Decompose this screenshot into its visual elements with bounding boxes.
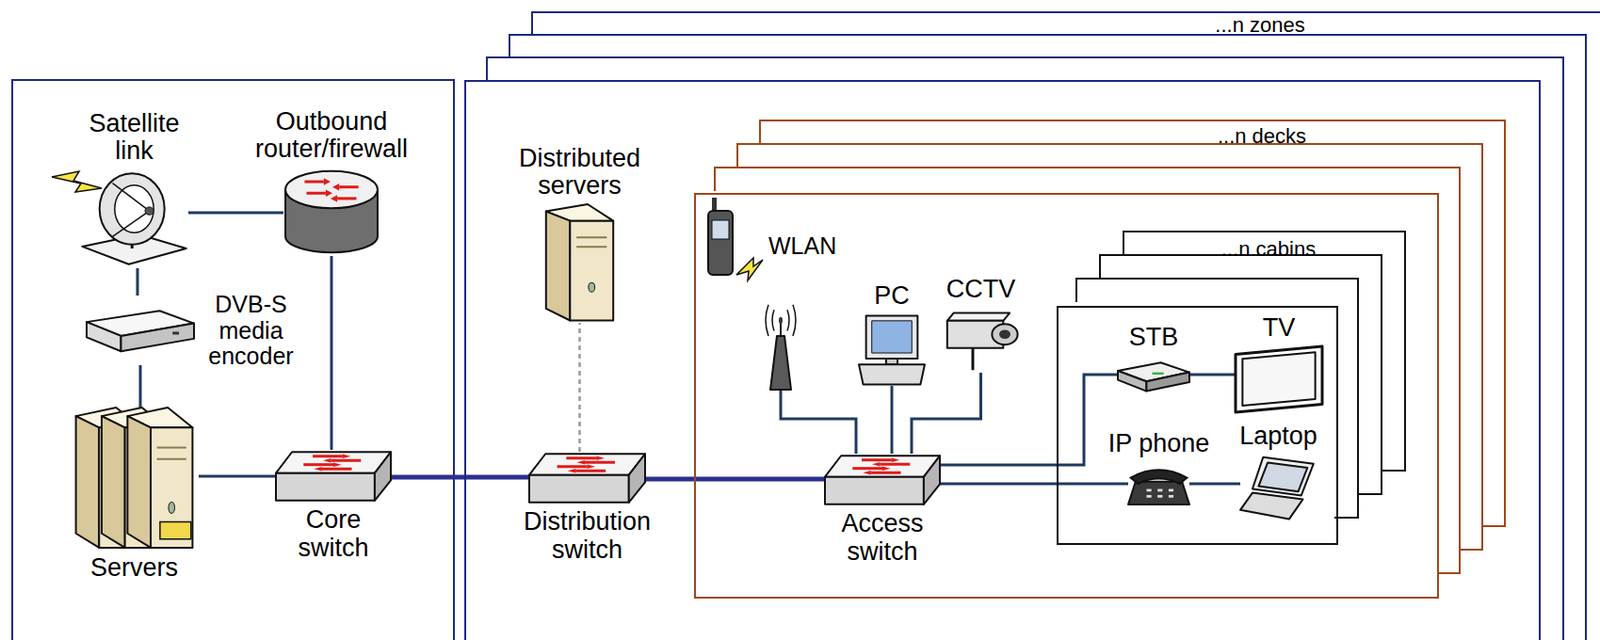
cabin-frame: ...n cabinsSTBTVIP phoneLaptop — [1056, 306, 1339, 546]
handheld-screen — [711, 220, 729, 240]
pc-icon: PC — [856, 314, 928, 387]
device-label: Distribution switch — [502, 508, 673, 565]
zone-fill — [464, 80, 1541, 640]
network-link — [188, 211, 284, 215]
tv-screen: TV — [1235, 346, 1323, 413]
distribution-switch: Distribution switch — [529, 452, 646, 505]
network-link — [890, 386, 894, 454]
device-label: PC — [873, 282, 910, 311]
distribution-switch-icon — [529, 452, 646, 505]
pc-icon-icon — [856, 314, 928, 387]
network-link — [390, 475, 530, 481]
device-label: Core switch — [286, 506, 381, 563]
router-firewall-icon — [283, 167, 380, 257]
device-label: DVB-S media encoder — [201, 291, 301, 371]
cctv-camera-icon — [940, 307, 1021, 373]
ip-phone: IP phone — [1128, 462, 1190, 506]
server-tower-icon — [539, 204, 620, 324]
network-link — [645, 477, 825, 483]
satellite-dish: Satellite link — [80, 169, 189, 269]
laptop-icon-icon — [1240, 454, 1317, 521]
device-label: Servers — [90, 554, 178, 583]
network-link — [939, 483, 1129, 486]
device-label: IP phone — [1108, 430, 1211, 459]
set-top-box: STB — [1117, 355, 1190, 394]
media-encoder: DVB-S media encoder — [86, 295, 194, 366]
device-label: CCTV — [946, 275, 1017, 305]
network-link — [911, 372, 982, 454]
device-label: Outbound router/firewall — [242, 108, 421, 164]
group-label: ...n cabins — [1221, 239, 1316, 260]
device-label: TV — [1262, 314, 1296, 343]
router-firewall: Outbound router/firewall — [283, 167, 380, 257]
group-label: ...n decks — [1217, 126, 1307, 147]
cctv-camera: CCTV — [940, 307, 1021, 373]
access-switch-icon — [824, 453, 940, 507]
ship-core-frame — [12, 80, 454, 640]
handheld-phone — [708, 210, 733, 275]
wlan-antenna: WLAN — [757, 303, 805, 390]
ip-phone-icon — [1128, 462, 1190, 506]
server-tower: Distributed servers — [539, 204, 620, 324]
satellite-bolt — [51, 171, 102, 193]
core-switch: Core switch — [275, 450, 391, 503]
zone-frame: ...n zonesDistributed serversDistributio… — [464, 80, 1541, 640]
network-link — [1189, 373, 1236, 377]
network-link — [1189, 483, 1241, 486]
deck-frame: ...n decksWLANPCCCTVAccess switch...n ca… — [694, 193, 1439, 599]
server-rack-icon — [69, 407, 199, 551]
network-link — [578, 323, 582, 453]
device-label: Access switch — [830, 510, 935, 566]
device-label: Satellite link — [78, 110, 192, 166]
laptop-icon: Laptop — [1240, 454, 1317, 521]
device-label: STB — [1129, 323, 1180, 353]
satellite-dish-icon — [80, 169, 189, 269]
media-encoder-icon — [86, 295, 194, 366]
network-link — [139, 365, 143, 408]
group-label: ...n zones — [1214, 15, 1305, 36]
set-top-box-icon — [1117, 355, 1190, 394]
core-switch-icon — [275, 450, 391, 503]
deck-fill — [692, 191, 1438, 598]
wireless-bolt — [736, 258, 763, 281]
network-link — [330, 256, 334, 451]
network-link — [136, 268, 140, 296]
device-label: Distributed servers — [500, 145, 661, 201]
network-link — [939, 374, 1118, 466]
device-label: WLAN — [768, 233, 837, 260]
server-rack: Servers — [69, 407, 199, 551]
device-label: Laptop — [1239, 422, 1318, 452]
network-link — [780, 389, 857, 454]
cabin-fill — [1052, 302, 1335, 542]
network-link — [198, 475, 276, 479]
wlan-antenna-icon — [757, 303, 805, 390]
access-switch: Access switch — [824, 453, 940, 507]
tv-screen-icon — [1235, 346, 1323, 413]
